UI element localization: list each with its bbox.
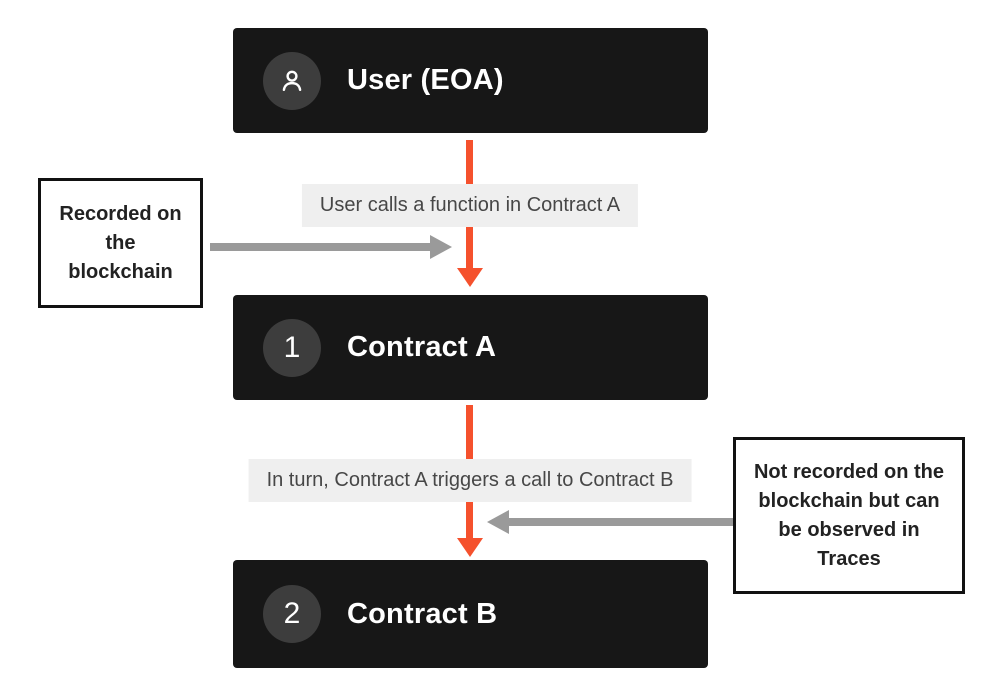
step-badge-1: 1 [263,318,321,377]
arrow-shaft [210,243,432,251]
node-user-eoa: User (EOA) [233,28,708,133]
arrow-down-icon [456,268,483,287]
node-contract-b: 2 Contract B [233,560,708,668]
node-title-user: User (EOA) [347,64,504,96]
annotation-right-text: Not recorded on the blockchain but can b… [753,460,944,570]
annotation-left-text: Recorded on the blockchain [59,202,182,283]
user-icon [263,51,321,110]
node-title-contract-a: Contract A [347,331,497,363]
arrow-down-icon [456,538,483,557]
edge-label-internal-call: In turn, Contract A triggers a call to C… [248,459,692,502]
arrow-shaft [509,518,733,526]
annotation-recorded-on-chain: Recorded on the blockchain [38,178,203,308]
arrow-right-icon [430,235,452,259]
arrow-left-icon [487,510,509,534]
node-contract-a: 1 Contract A [233,295,708,400]
node-title-contract-b: Contract B [347,597,498,630]
annotation-not-recorded-traces: Not recorded on the blockchain but can b… [733,437,965,594]
edge-label-user-call: User calls a function in Contract A [301,184,639,227]
step-badge-2: 2 [263,585,321,643]
